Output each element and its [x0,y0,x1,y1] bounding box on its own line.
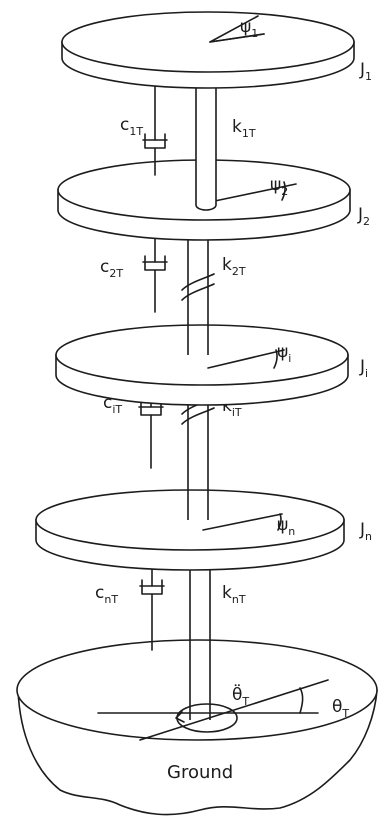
svg-text:Ji: Ji [359,357,368,380]
spring-n-label: knT [222,583,246,606]
svg-text:knT: knT [222,583,246,606]
disk-n [35,489,345,571]
ground-angle-line [139,679,329,741]
spring-1-label: k1T [232,117,256,140]
svg-text:c1T: c1T [120,115,143,138]
svg-text:θ̈T: θ̈T [232,683,249,708]
ground-angle-label: θT [332,697,349,720]
disk-2-angle-label: ψ2 [270,175,288,198]
damper-2-label: c2T [100,257,123,280]
spring-2-label: k2T [222,255,246,278]
svg-text:Jn: Jn [359,520,372,543]
disk-n-angle-label: ψn [277,515,295,538]
ground-angle-arc [299,687,304,714]
disk-1 [61,11,355,89]
disk-1-inertia-label: J1 [359,60,372,83]
svg-text:ψi: ψi [277,342,291,365]
disk-n-angle-line [202,513,283,531]
shaft-2-break [181,273,215,301]
ground-top-surface [16,639,378,741]
svg-text:ψn: ψn [277,515,295,538]
svg-text:k1T: k1T [232,117,256,140]
disk-2 [57,159,351,241]
svg-text:θT: θT [332,697,349,720]
damper-1-label: c1T [120,115,143,138]
ground-accel-label: θ̈T [232,683,249,708]
disk-n-inertia-label: Jn [359,520,372,543]
svg-text:ψ2: ψ2 [270,175,288,198]
ground-label: Ground [167,762,233,783]
damper-n-label: cnT [95,583,118,606]
svg-text:c2T: c2T [100,257,123,280]
disk-n-angle-arc [277,513,282,531]
disk-2-angle-arc [281,181,286,201]
disk-i-angle-label: ψi [277,342,291,365]
damper-1 [142,74,168,176]
ground-accel-arrow-icon [175,711,185,723]
disk-2-angle-line [209,183,297,203]
ground-base: Ground [16,639,378,816]
svg-text:cnT: cnT [95,583,118,606]
disk-1-angle-label: ψ1 [240,17,258,40]
shaft-1 [195,50,217,211]
svg-text:J2: J2 [357,205,370,228]
svg-text:kiT: kiT [222,396,242,419]
spring-i-label: kiT [222,396,242,419]
svg-text:ψ1: ψ1 [240,17,258,40]
disk-i-angle-arc [273,349,278,369]
disk-2-inertia-label: J2 [357,205,370,228]
disk-i-inertia-label: Ji [359,357,368,380]
svg-text:k2T: k2T [222,255,246,278]
disk-i [55,324,349,406]
svg-text:ciT: ciT [103,393,122,416]
damper-i-label: ciT [103,393,122,416]
disk-i-angle-line [207,349,285,369]
svg-text:J1: J1 [359,60,372,83]
